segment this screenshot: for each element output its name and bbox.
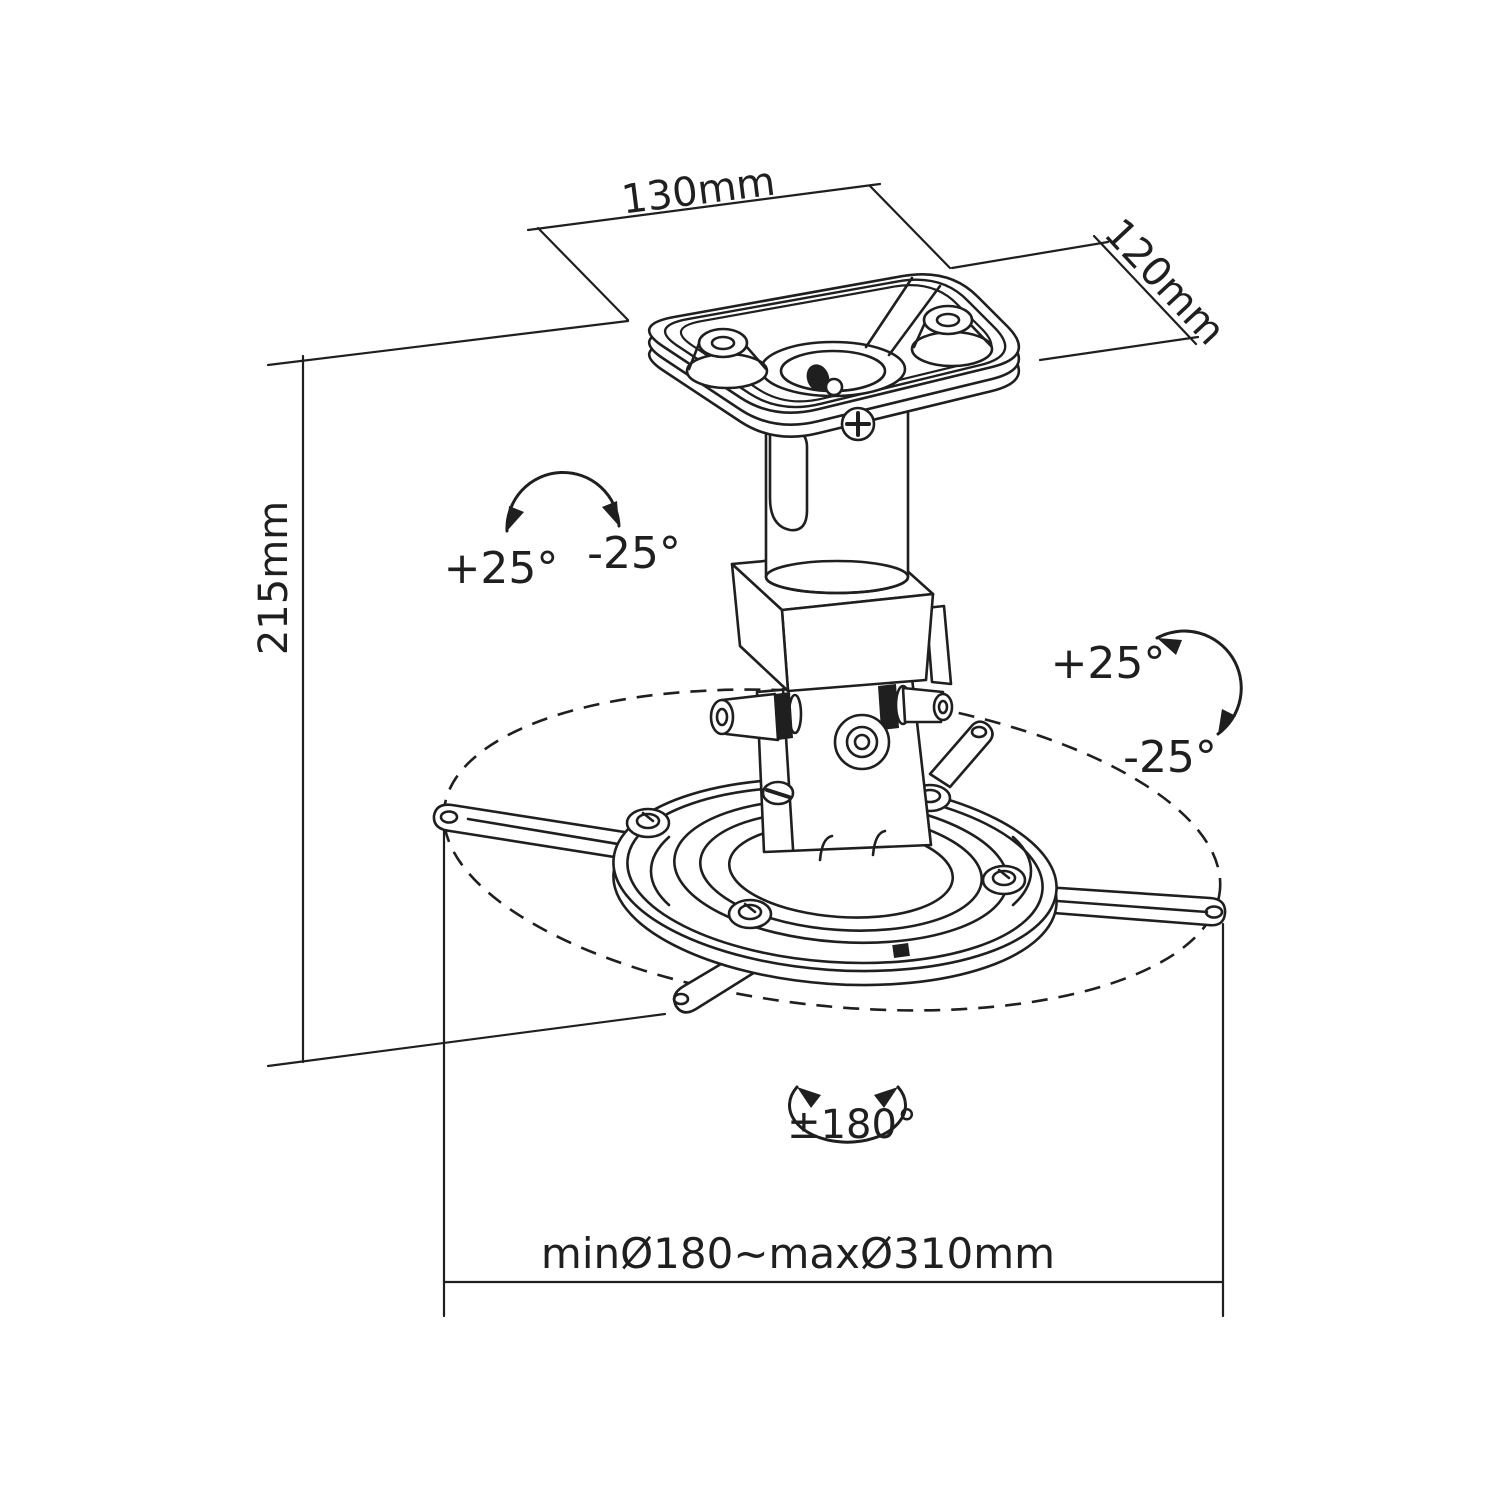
arm-hole bbox=[970, 725, 988, 739]
dim-215-ext-bottom bbox=[266, 1012, 667, 1068]
ceiling-line-right-lower bbox=[1038, 335, 1200, 362]
tilt-arc-front bbox=[505, 470, 621, 533]
dimension-labels: 130mm 120mm 215mm +25° -25° +25° -25° ±1… bbox=[251, 159, 1234, 1278]
label-tilt-front-minus: -25° bbox=[587, 528, 681, 579]
dimension-lines bbox=[266, 182, 1225, 1318]
dim-line-120 bbox=[1092, 234, 1198, 346]
bracket-tab bbox=[871, 829, 887, 857]
label-tilt-side-plus: +25° bbox=[1051, 638, 1166, 689]
ceiling-plate bbox=[647, 272, 1020, 438]
label-depth: 120mm bbox=[1095, 210, 1234, 354]
mount-assembly bbox=[432, 272, 1227, 1014]
ceiling-line-left bbox=[266, 319, 630, 367]
dim-130-ext-left bbox=[536, 226, 630, 322]
ceiling-line-right-upper bbox=[950, 240, 1110, 270]
retainer-clip bbox=[892, 942, 910, 959]
arm-hole bbox=[439, 810, 459, 824]
spider-base-disc bbox=[612, 777, 1058, 987]
tilt-bolt-right bbox=[878, 684, 954, 730]
angle-annotations bbox=[505, 470, 1243, 1144]
clamp-box-left bbox=[730, 562, 790, 693]
label-swivel-range: ±180° bbox=[787, 1102, 917, 1148]
label-height: 215mm bbox=[251, 501, 297, 655]
plate-center-recess bbox=[759, 276, 942, 398]
screw-tip bbox=[806, 364, 830, 392]
bracket-tab bbox=[818, 834, 834, 862]
column-notch bbox=[768, 414, 809, 532]
arm-upper-right bbox=[928, 720, 994, 789]
phillips-screw bbox=[840, 406, 876, 442]
arm-upper-left bbox=[432, 803, 654, 865]
column-bottom-rim bbox=[764, 559, 910, 595]
swivel-arc bbox=[788, 1085, 907, 1144]
pivot-screw bbox=[833, 713, 891, 771]
bracket-set-screw bbox=[761, 780, 795, 806]
dim-130-ext-right bbox=[868, 184, 952, 270]
label-diameter-range: minØ180~maxØ310mm bbox=[541, 1229, 1055, 1278]
label-tilt-front-plus: +25° bbox=[444, 543, 559, 594]
disc-slot-right bbox=[1011, 835, 1033, 907]
arrowhead bbox=[1157, 638, 1182, 655]
label-width: 130mm bbox=[619, 159, 778, 224]
dim-line-130 bbox=[526, 182, 882, 232]
bracket-ear-right bbox=[924, 604, 953, 686]
label-tilt-side-minus: -25° bbox=[1123, 732, 1217, 783]
arrowhead bbox=[874, 1087, 898, 1108]
arrowhead bbox=[797, 1087, 821, 1108]
arrowhead bbox=[1218, 709, 1236, 734]
disc-slot-left bbox=[649, 835, 671, 907]
plate-boss-left bbox=[685, 327, 769, 390]
arm-hole bbox=[672, 992, 690, 1006]
arrowheads bbox=[507, 501, 1236, 1108]
clamp-box-front bbox=[780, 592, 935, 693]
arrowhead bbox=[507, 506, 524, 531]
arrowhead bbox=[602, 501, 619, 526]
plate-boss-right bbox=[910, 304, 994, 368]
tilt-bolt-left bbox=[709, 692, 803, 742]
plate-rim-outer bbox=[664, 278, 1007, 409]
arm-hole bbox=[1204, 905, 1224, 919]
